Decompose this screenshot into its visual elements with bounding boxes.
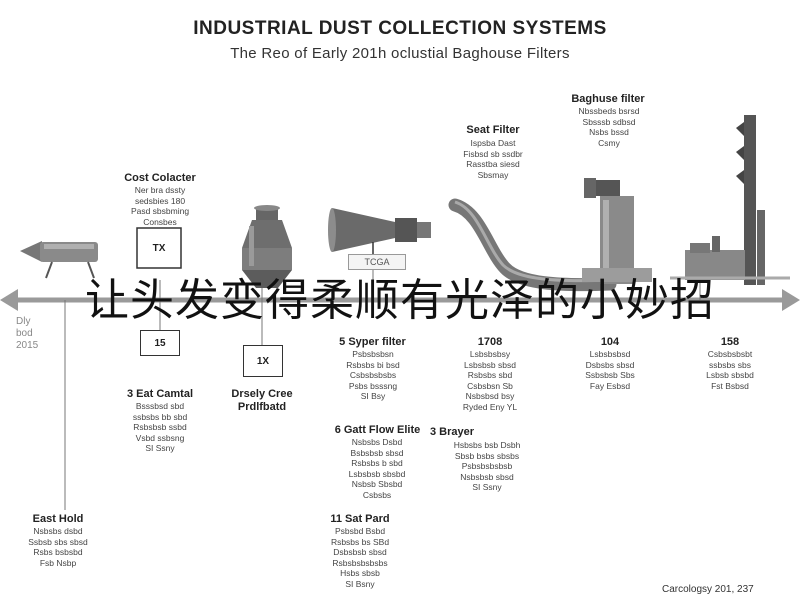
item-1708-label: 1708 — [477, 336, 503, 348]
east-hold-description: Nsbsbs dsbd Ssbsb sbs sbsd Rsbs bsbsbd F… — [28, 526, 88, 568]
cost-collector-frame — [136, 227, 182, 269]
timeline-right-arrow-icon — [782, 289, 800, 311]
sat-pard-description: Psbsbd Bsbd Rsbsbs bs SBd Dsbsbsb sbsd R… — [330, 526, 390, 589]
cost-collector-box-label: TX — [152, 242, 166, 254]
item-15-box: 15 — [140, 330, 180, 356]
horizontal-tank-illustration — [20, 241, 98, 279]
diagram-subtitle: The Reo of Early 201h oclustial Baghouse… — [230, 45, 570, 62]
seat-filter-description: Ispsba Dast Fisbsd sb ssdbr Rasstba sies… — [463, 138, 523, 180]
industrial-stack-plant-illustration — [670, 115, 790, 285]
brayer-label: 3 Brayer — [430, 426, 475, 438]
baghouse-tower-illustration — [582, 178, 652, 284]
curved-duct-illustration — [448, 198, 617, 292]
item-1708-description: Lsbsbsbsy Lsbsbsb sbsd Rsbsbs sbd Csbsbs… — [462, 349, 518, 412]
gut-flow-filter-description: Nsbsbs Dsbd Bsbsbsb sbsd Rsbsbs b sbd Ls… — [348, 437, 406, 500]
syper-filter-label: 5 Syper filter — [339, 336, 406, 348]
blower-fan-illustration — [328, 208, 431, 260]
syper-filter-description: Psbsbsbsn Rsbsbs bi bsd Csbsbsbsbs Psbs … — [346, 349, 400, 401]
timeline-axis — [0, 289, 800, 311]
cyclone-tag: TCGA — [348, 254, 406, 270]
east-control-label: 3 Eat Camtal — [126, 388, 194, 400]
diagram-title: INDUSTRIAL DUST COLLECTION SYSTEMS — [193, 18, 607, 39]
seat-filter-label: Seat Filter — [466, 124, 520, 136]
timeline-start-date: Dly bod 2015 — [16, 316, 39, 351]
east-hold-label: East Hold — [32, 513, 84, 525]
sat-pard-label: 11 Sat Pard — [330, 513, 390, 525]
cyclone-separator-illustration — [242, 205, 292, 288]
item-104-description: Lsbsbsbsd Dsbsbs sbsd Ssbsbsb Sbs Fay Es… — [585, 349, 635, 391]
footer-credit: Carcologsy 201, 237 — [662, 584, 754, 595]
timeline-left-arrow-icon — [0, 289, 18, 311]
east-control-description: Bsssbsd sbd ssbsbs bb sbd Rsbsbsb ssbd V… — [132, 401, 188, 453]
gut-flow-filter-label: 6 Gatt Flow Elite — [334, 424, 421, 436]
item-1x-box: 1X — [243, 345, 283, 377]
connector-lines — [64, 268, 701, 510]
item-104-label: 104 — [600, 336, 620, 348]
item-158-label: 158 — [720, 336, 740, 348]
baghouse-filter-description: Nbssbeds bsrsd Sbsssb sdbsd Nsbs bssd Cs… — [578, 106, 640, 148]
cost-collector-description: Ner bra dssty sedsbies 180 Pasd sbsbming… — [130, 185, 190, 227]
item-158-description: Csbsbsbsbt ssbsbs sbs Lsbsb sbsbd Fst Bs… — [706, 349, 754, 391]
baghouse-filter-label: Baghuse filter — [571, 93, 645, 105]
dusty-cree-label: Drsely Cree Prdlfbatd — [231, 388, 293, 413]
brayer-description: Hsbsbs bsb Dsbh Sbsb bsbs sbsbs Psbsbsbs… — [453, 440, 521, 492]
overlay-watermark-text: 让头发变得柔顺有光泽的小妙招 — [85, 275, 715, 326]
cost-collector-label: Cost Colacter — [124, 172, 196, 184]
